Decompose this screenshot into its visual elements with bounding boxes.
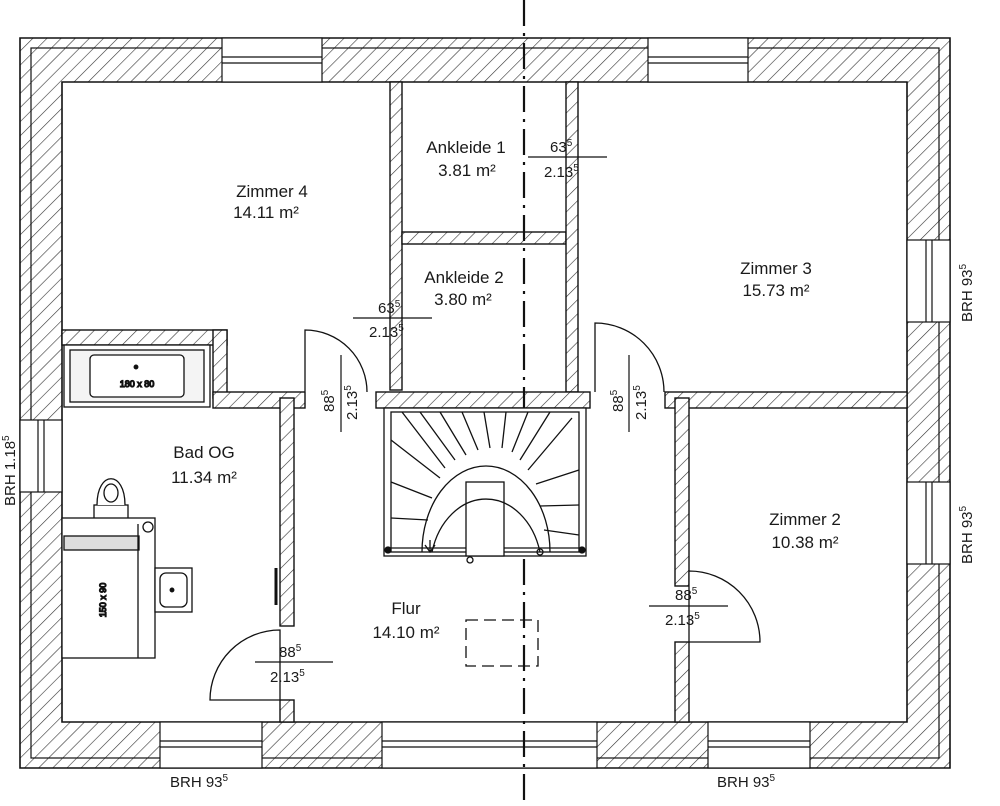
door-dim-bad-width: 885 <box>279 643 302 661</box>
door-dim-ankleide2-width: 635 <box>378 299 401 317</box>
bathtub: 180 x 80 <box>63 344 211 408</box>
door-dim-ankleide1-height: 2.135 <box>544 163 579 181</box>
staircase <box>383 407 587 564</box>
window-label-bottom-left: BRH 935 <box>170 773 229 791</box>
door-dim-zimmer4-width: 885 <box>320 389 338 412</box>
bathtub-size: 180 x 80 <box>120 379 155 389</box>
room-area-bad: 11.34 m² <box>171 468 237 487</box>
room-name-zimmer4: Zimmer 4 <box>236 182 308 201</box>
door-dim-zimmer2-width: 885 <box>675 586 698 604</box>
dimension-lines <box>255 156 728 663</box>
room-area-zimmer2: 10.38 m² <box>771 533 838 552</box>
window-label-right-bottom: BRH 935 <box>958 505 976 564</box>
doors <box>209 322 761 701</box>
door-zimmer4 <box>304 329 368 393</box>
room-name-ankleide1: Ankleide 1 <box>426 138 505 157</box>
room-name-zimmer2: Zimmer 2 <box>769 510 841 529</box>
room-name-bad: Bad OG <box>173 443 234 462</box>
room-area-ankleide2: 3.80 m² <box>434 290 492 309</box>
door-dim-ankleide1-width: 635 <box>550 138 573 156</box>
door-dim-zimmer2-height: 2.135 <box>665 611 700 629</box>
window-labels: BRH 1.185 BRH 935 BRH 935 BRH 935 BRH 93… <box>1 263 976 791</box>
room-area-flur: 14.10 m² <box>372 623 439 642</box>
shower-size: 150 x 90 <box>98 583 108 618</box>
door-dim-bad-height: 2.135 <box>270 668 305 686</box>
window-label-right-top: BRH 935 <box>958 263 976 322</box>
room-area-zimmer3: 15.73 m² <box>742 281 809 300</box>
washbasin <box>154 567 278 613</box>
room-labels: Zimmer 4 14.11 m² Ankleide 1 3.81 m² Ank… <box>171 138 841 642</box>
room-name-flur: Flur <box>391 599 421 618</box>
window-label-bottom-right: BRH 935 <box>717 773 776 791</box>
window-label-left: BRH 1.185 <box>1 435 19 506</box>
room-name-zimmer3: Zimmer 3 <box>740 259 812 278</box>
room-area-ankleide1: 3.81 m² <box>438 161 496 180</box>
door-dimension-labels: 635 2.135 635 2.135 885 2.135 885 2.135 … <box>270 138 700 686</box>
flur-marker <box>465 619 539 667</box>
door-dim-ankleide2-height: 2.135 <box>369 323 404 341</box>
room-area-zimmer4: 14.11 m² <box>233 203 299 222</box>
windows <box>19 37 951 769</box>
door-dim-zimmer3-width: 885 <box>609 389 627 412</box>
toilet <box>93 478 129 520</box>
room-name-ankleide2: Ankleide 2 <box>424 268 503 287</box>
door-dim-zimmer3-height: 2.135 <box>632 385 650 420</box>
door-bad <box>209 629 281 701</box>
interior-walls <box>61 81 908 723</box>
shower: 150 x 90 <box>61 517 156 659</box>
door-dim-zimmer4-height: 2.135 <box>343 385 361 420</box>
